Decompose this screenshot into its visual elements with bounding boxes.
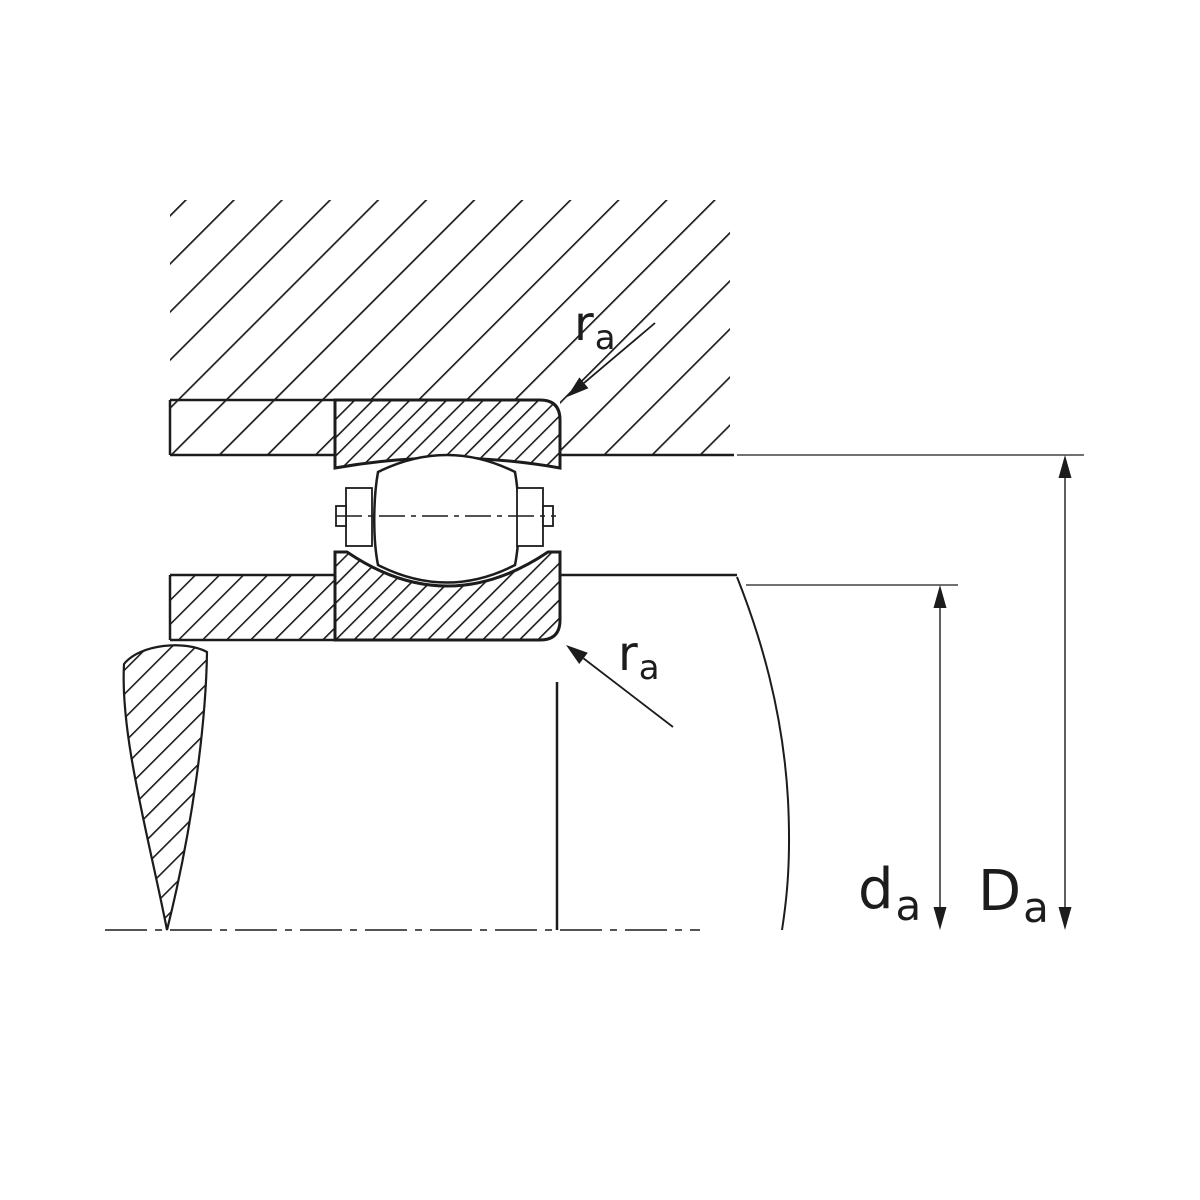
leader-arrowhead-ra-bottom [566,645,588,664]
arrowhead-da-top [933,585,947,608]
label-ra-top: ra [574,296,616,358]
outer-ring-section [333,398,562,470]
leader-arrowhead-ra-top [567,377,589,397]
leader-ra-bottom [566,645,674,728]
shaft-shoulder-hatch [170,575,335,640]
label-ra-bottom: ra [618,626,660,688]
arrowhead-da-bottom [933,907,947,930]
leader-line-ra-bottom [582,657,674,728]
shaft-and-housing-contours [122,573,791,931]
dimension-Da [737,454,1084,930]
shaft-shoulder-section [168,573,335,642]
arrowhead-Da-top [1058,455,1072,478]
label-da: da [858,857,921,930]
shaft-break-section [122,644,209,931]
outer-ring-profile [333,398,562,470]
arrowhead-Da-bottom [1058,907,1072,930]
barrel-roller-outline [373,453,520,584]
housing-section [168,200,734,457]
roller [373,453,520,584]
inner-ring-profile [333,550,562,642]
housing-hatch-area [170,200,730,455]
cage-bar-left [345,487,373,547]
leader-ra-top [567,322,656,397]
housing-break-curve-right [736,576,791,931]
label-Da: Da [978,859,1049,932]
dimension-da [746,584,958,930]
cage-bar-right [516,487,544,547]
leader-line-ra-top [583,322,656,384]
inner-ring-section [333,550,562,642]
